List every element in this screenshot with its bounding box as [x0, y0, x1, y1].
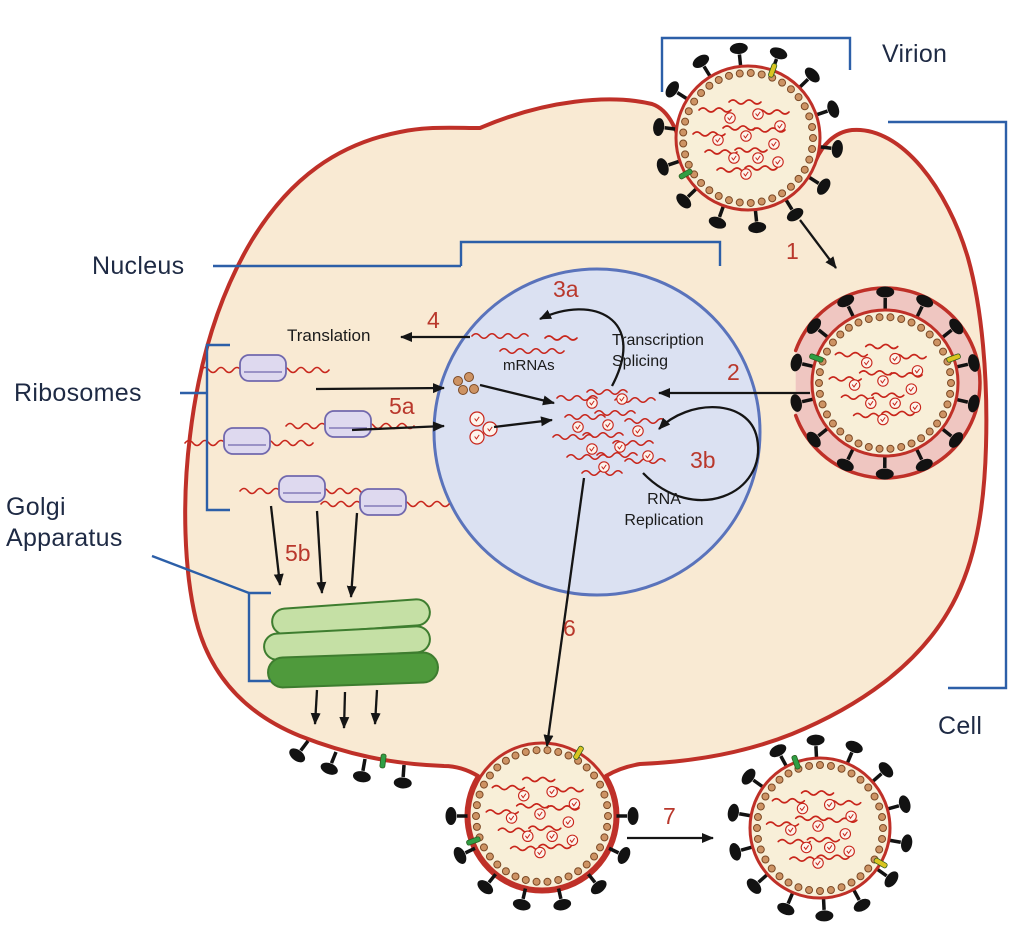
- nucleus: [432, 267, 762, 597]
- arrow-step-6: [543, 477, 586, 747]
- arrow-step-3b-loop: [642, 406, 760, 502]
- step-5a: 5a: [389, 393, 415, 419]
- leader-golgi: [151, 554, 250, 595]
- arrow-import-upper: [479, 383, 555, 406]
- step-1: 1: [786, 238, 799, 264]
- bracket-golgi: [247, 591, 271, 683]
- membrane-proteins: [289, 739, 412, 789]
- step-4: 4: [427, 307, 440, 333]
- mrna-squiggles: [471, 332, 578, 355]
- arrow-5a-upper: [315, 383, 445, 394]
- step-5b: 5b: [285, 540, 311, 566]
- ribosome: [239, 475, 369, 503]
- step-7: 7: [663, 803, 676, 829]
- virion-budding: [445, 741, 639, 911]
- step-6: 6: [563, 615, 576, 641]
- ribosome: [184, 427, 314, 455]
- arrow-golgi-2: [339, 691, 350, 729]
- bracket-cell: [888, 120, 1008, 690]
- arrow-5a-lower: [351, 421, 445, 432]
- arrow-golgi-1: [310, 689, 321, 725]
- arrow-5b-2: [315, 510, 327, 594]
- arrow-5b-3: [346, 512, 359, 598]
- virion-in-endosome: [790, 286, 980, 480]
- arrow-step-3a: [539, 308, 625, 387]
- step-2: 2: [727, 359, 740, 385]
- arrow-5b-1: [269, 505, 284, 586]
- virion-free: [653, 42, 843, 234]
- step-3b: 3b: [690, 447, 716, 473]
- step-3a: 3a: [553, 276, 579, 302]
- ribosome: [200, 354, 330, 382]
- arrow-golgi-3: [370, 689, 381, 725]
- bracket-virion: [660, 36, 852, 92]
- bracket-ribosomes: [205, 343, 230, 512]
- golgi-apparatus: [263, 598, 439, 689]
- rna-cluster: [552, 388, 666, 477]
- bracket-nucleus: [459, 240, 722, 266]
- arrow-import-lower: [493, 416, 553, 429]
- protein-dots: [453, 372, 498, 445]
- ribosome: [320, 488, 450, 516]
- virion-released: [727, 734, 913, 922]
- arrow-step-1: [799, 219, 837, 269]
